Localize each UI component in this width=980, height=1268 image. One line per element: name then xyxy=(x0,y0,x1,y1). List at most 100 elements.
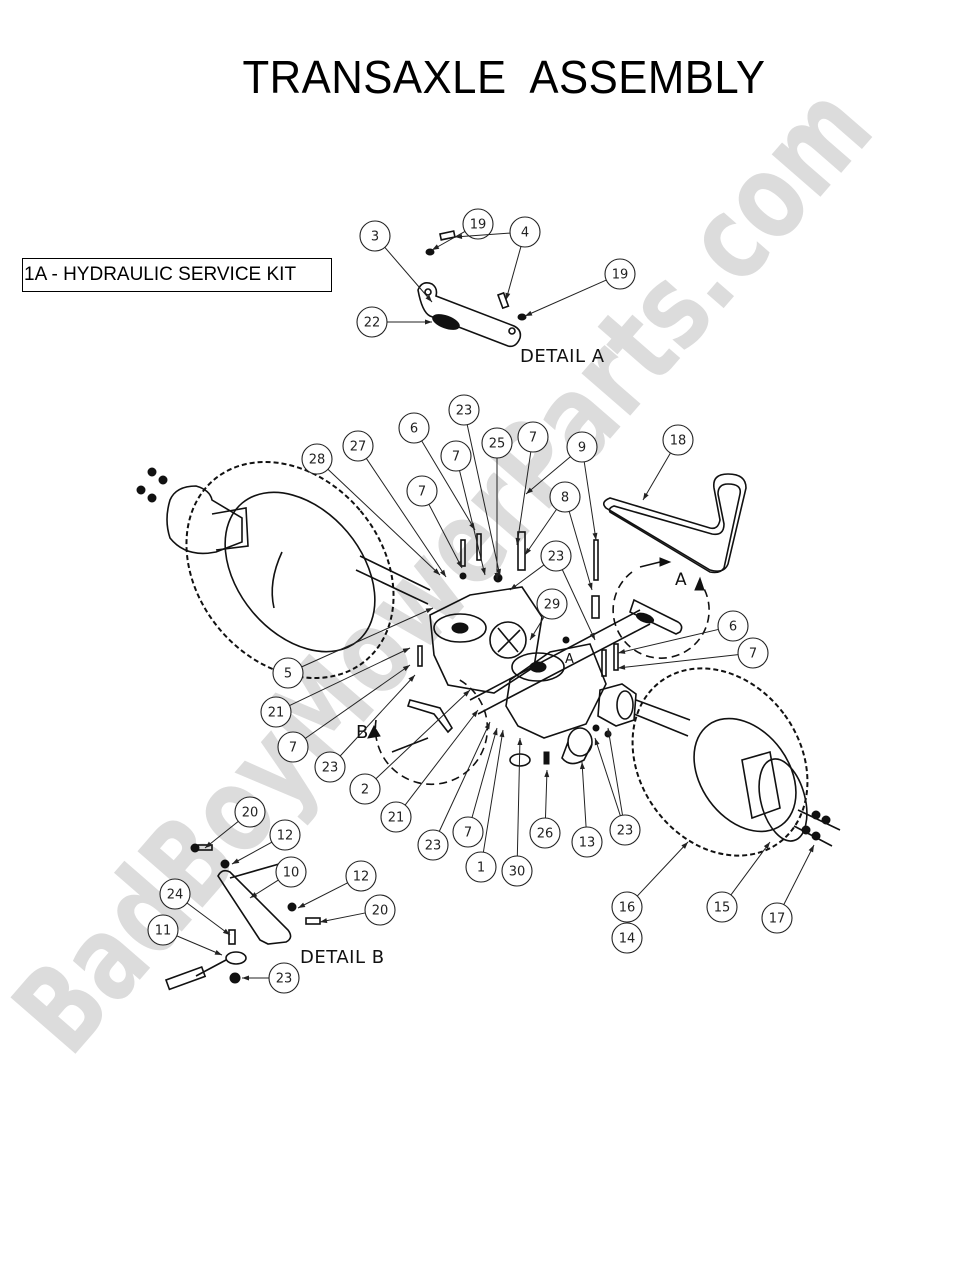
leader-arrow-icon xyxy=(456,560,462,568)
part-callout-23[interactable]: 23 xyxy=(268,962,300,994)
left-wheel xyxy=(136,460,431,680)
part-callout-7[interactable]: 7 xyxy=(737,637,769,669)
callout-circle-icon xyxy=(440,440,472,472)
part-callout-7[interactable]: 7 xyxy=(440,440,472,472)
leader-line xyxy=(516,451,532,546)
leader-line xyxy=(594,737,621,816)
callout-number: 19 xyxy=(470,218,487,233)
callout-circle-icon xyxy=(529,817,561,849)
callout-number: 7 xyxy=(418,485,426,500)
callout-number: 12 xyxy=(353,870,370,885)
callout-number: 19 xyxy=(612,268,629,283)
leader-arrow-icon xyxy=(242,975,249,981)
callout-circle-icon xyxy=(566,431,598,463)
part-callout-3[interactable]: 3 xyxy=(359,220,391,252)
callout-number: 23 xyxy=(617,824,634,839)
callout-circle-icon xyxy=(349,773,381,805)
part-callout-5[interactable]: 5 xyxy=(272,657,304,689)
part-callout-17[interactable]: 17 xyxy=(761,902,793,934)
callout-circle-icon xyxy=(604,258,636,290)
part-callout-26[interactable]: 26 xyxy=(529,817,561,849)
callout-number: 18 xyxy=(670,434,687,449)
leader-arrow-icon xyxy=(589,632,595,640)
part-callout-15[interactable]: 15 xyxy=(706,891,738,923)
part-callout-12[interactable]: 12 xyxy=(269,819,301,851)
callout-circle-icon xyxy=(314,751,346,783)
part-callout-18[interactable]: 18 xyxy=(662,424,694,456)
callout-circle-icon xyxy=(448,394,480,426)
callout-circle-icon xyxy=(737,637,769,669)
part-callout-19[interactable]: 19 xyxy=(604,258,636,290)
part-callout-29[interactable]: 29 xyxy=(536,588,568,620)
part-callout-4[interactable]: 4 xyxy=(509,216,541,248)
part-callout-20[interactable]: 20 xyxy=(364,894,396,926)
leader-line xyxy=(327,468,441,576)
leader-line xyxy=(568,511,593,591)
leader-line xyxy=(176,935,223,956)
leader-arrow-icon xyxy=(250,892,258,898)
part-callout-24[interactable]: 24 xyxy=(159,878,191,910)
part-callout-23[interactable]: 23 xyxy=(417,829,449,861)
part-callout-7[interactable]: 7 xyxy=(277,731,309,763)
part-callout-23[interactable]: 23 xyxy=(314,751,346,783)
callout-number: 27 xyxy=(350,440,367,455)
leader-line xyxy=(730,841,771,896)
part-callout-30[interactable]: 30 xyxy=(501,855,533,887)
part-callout-12[interactable]: 12 xyxy=(345,860,377,892)
part-callout-8[interactable]: 8 xyxy=(549,481,581,513)
part-callout-21[interactable]: 21 xyxy=(260,696,292,728)
callout-number: 13 xyxy=(579,836,596,851)
leader-arrow-icon xyxy=(763,842,770,850)
callout-number: 23 xyxy=(425,839,442,854)
part-callout-7[interactable]: 7 xyxy=(406,475,438,507)
part-callout-25[interactable]: 25 xyxy=(481,427,513,459)
leader-line xyxy=(301,607,434,668)
callout-number: 7 xyxy=(749,647,757,662)
part-callout-11[interactable]: 11 xyxy=(147,914,179,946)
part-callout-23[interactable]: 23 xyxy=(609,814,641,846)
leader-line xyxy=(466,424,501,577)
part-callout-19[interactable]: 19 xyxy=(462,208,494,240)
part-callout-20[interactable]: 20 xyxy=(234,796,266,828)
callout-number: 12 xyxy=(277,829,294,844)
part-callout-1[interactable]: 1 xyxy=(465,851,497,883)
rod-end-icon xyxy=(164,965,207,991)
part-callout-14[interactable]: 14 xyxy=(611,922,643,954)
leader-arrow-icon xyxy=(222,928,230,935)
callout-circle-icon xyxy=(380,801,412,833)
callout-number: 3 xyxy=(371,230,379,245)
leader-line xyxy=(289,647,411,706)
part-callout-7[interactable]: 7 xyxy=(452,816,484,848)
callout-number: 23 xyxy=(456,404,473,419)
part-callout-23[interactable]: 23 xyxy=(448,394,480,426)
part-callout-27[interactable]: 27 xyxy=(342,430,374,462)
part-callout-23[interactable]: 23 xyxy=(540,540,572,572)
part-callout-6[interactable]: 6 xyxy=(398,412,430,444)
callout-circle-icon xyxy=(609,814,641,846)
part-callout-7[interactable]: 7 xyxy=(517,421,549,453)
leader-arrow-icon xyxy=(505,292,511,300)
callout-circle-icon xyxy=(481,427,513,459)
callout-number: 17 xyxy=(769,912,786,927)
part-callout-9[interactable]: 9 xyxy=(566,431,598,463)
part-callout-10[interactable]: 10 xyxy=(275,856,307,888)
leader-line xyxy=(617,654,739,669)
part-callout-2[interactable]: 2 xyxy=(349,773,381,805)
callout-number: 6 xyxy=(729,620,737,635)
part-callout-16[interactable]: 16 xyxy=(611,891,643,923)
callout-number: 29 xyxy=(544,598,561,613)
part-callout-22[interactable]: 22 xyxy=(356,306,388,338)
callout-circle-icon xyxy=(465,851,497,883)
callout-circle-icon xyxy=(517,421,549,453)
callout-circle-icon xyxy=(549,481,581,513)
part-callout-6[interactable]: 6 xyxy=(717,610,749,642)
lug-nuts-left xyxy=(136,467,168,503)
callout-circle-icon xyxy=(359,220,391,252)
callout-circle-icon xyxy=(364,894,396,926)
callout-circle-icon xyxy=(611,922,643,954)
leader-line xyxy=(384,247,433,303)
part-callout-28[interactable]: 28 xyxy=(301,443,333,475)
part-callout-13[interactable]: 13 xyxy=(571,826,603,858)
part-callout-21[interactable]: 21 xyxy=(380,801,412,833)
callout-circle-icon xyxy=(501,855,533,887)
